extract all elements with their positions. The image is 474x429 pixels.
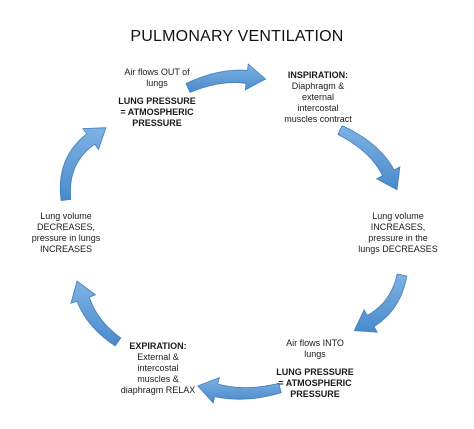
diagram-title: PULMONARY VENTILATION — [130, 28, 344, 45]
arrow-top — [185, 63, 267, 93]
node-text: INCREASES — [39, 244, 92, 254]
node-text: pressure in lungs — [31, 233, 101, 243]
node-text: lungs DECREASES — [358, 244, 438, 254]
node-text: intercostal — [137, 363, 179, 373]
node-text: External & — [137, 352, 179, 362]
node-text: Diaphragm & — [291, 81, 345, 91]
node-inspiration: INSPIRATION: Diaphragm & external interc… — [268, 70, 368, 125]
node-text: Lung volume — [40, 211, 92, 221]
node-text: diaphragm RELAX — [120, 385, 196, 395]
node-bold-text: PRESSURE — [132, 118, 182, 128]
node-text: DECREASES, — [36, 222, 96, 232]
node-text: muscles & — [137, 374, 179, 384]
node-text: pressure in the — [368, 233, 428, 243]
arrow-lower-left — [70, 280, 122, 347]
node-air-flows-out: Air flows OUT of lungs LUNG PRESSURE = A… — [92, 67, 222, 129]
node-heading: EXPIRATION: — [129, 341, 187, 351]
node-text: Lung volume — [372, 211, 424, 221]
node-bold-text: PRESSURE — [290, 389, 340, 399]
node-text: intercostal — [297, 103, 339, 113]
node-text: lungs — [146, 78, 168, 88]
arrow-bottom — [197, 377, 282, 404]
node-bold-text: LUNG PRESSURE — [276, 367, 354, 377]
node-lung-volume-decreases: Lung volume DECREASES, pressure in lungs… — [12, 211, 120, 255]
node-text: external — [301, 92, 335, 102]
node-bold-text: = ATMOSPHERIC — [278, 378, 352, 388]
node-air-flows-in: Air flows INTO lungs LUNG PRESSURE = ATM… — [250, 338, 380, 400]
arrow-upper-right — [337, 125, 401, 191]
node-expiration: EXPIRATION: External & intercostal muscl… — [108, 341, 208, 396]
node-text: Air flows INTO — [286, 338, 344, 348]
arrow-lower-right — [353, 273, 408, 333]
node-bold-text: = ATMOSPHERIC — [120, 107, 194, 117]
node-text: muscles contract — [284, 114, 352, 124]
node-text: lungs — [304, 349, 326, 359]
node-bold-text: LUNG PRESSURE — [118, 96, 196, 106]
node-text: Air flows OUT of — [124, 67, 190, 77]
node-heading: INSPIRATION: — [287, 70, 349, 80]
node-text: INCREASES, — [370, 222, 426, 232]
node-lung-volume-increases: Lung volume INCREASES, pressure in the l… — [344, 211, 452, 255]
arrow-upper-left — [59, 127, 107, 202]
